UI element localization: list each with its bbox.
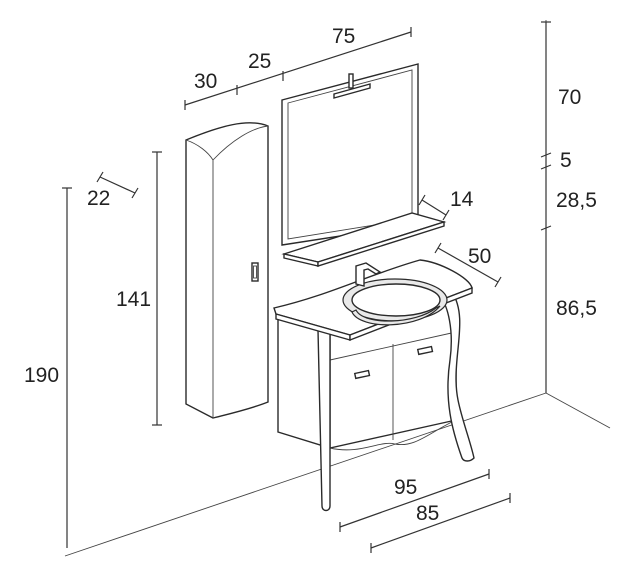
shelf-depth-dimension-line bbox=[418, 194, 450, 221]
dim-top-offset-25: 25 bbox=[248, 50, 271, 73]
dim-column-depth-22: 22 bbox=[87, 187, 110, 210]
vanity-depth-dimension-line bbox=[434, 242, 502, 288]
faucet-icon bbox=[355, 262, 382, 287]
right-vertical-dimension-line bbox=[540, 21, 552, 393]
dim-vanity-height-86-5: 86,5 bbox=[556, 297, 597, 320]
dim-top-width-75: 75 bbox=[332, 25, 355, 48]
dim-mirror-height-70: 70 bbox=[558, 86, 581, 109]
glass-shelf bbox=[281, 212, 447, 267]
dim-top-offset-30: 30 bbox=[194, 70, 217, 93]
dim-vanity-width-95: 95 bbox=[394, 476, 417, 499]
vanity-unit bbox=[273, 259, 475, 512]
top-dimension-line bbox=[184, 27, 412, 110]
column-depth-dimension-line bbox=[96, 171, 139, 199]
dim-column-height-141: 141 bbox=[116, 288, 151, 311]
dim-total-height-190: 190 bbox=[24, 364, 59, 387]
mirror-light-icon bbox=[348, 73, 354, 89]
total-height-dimension-line bbox=[62, 187, 72, 548]
vanity-width-dimension-lines bbox=[339, 469, 511, 553]
dim-vanity-width-85: 85 bbox=[416, 502, 439, 525]
dim-gap-5: 5 bbox=[560, 149, 572, 172]
door-handle-left-icon bbox=[353, 369, 371, 380]
column-height-dimension-line bbox=[152, 151, 162, 426]
door-handle-right-icon bbox=[416, 345, 434, 356]
dim-vanity-depth-50: 50 bbox=[468, 245, 491, 268]
column-handle-icon bbox=[251, 262, 259, 282]
column-cabinet bbox=[185, 122, 269, 419]
dim-gap-28-5: 28,5 bbox=[556, 189, 597, 212]
dim-shelf-depth-14: 14 bbox=[450, 188, 474, 211]
